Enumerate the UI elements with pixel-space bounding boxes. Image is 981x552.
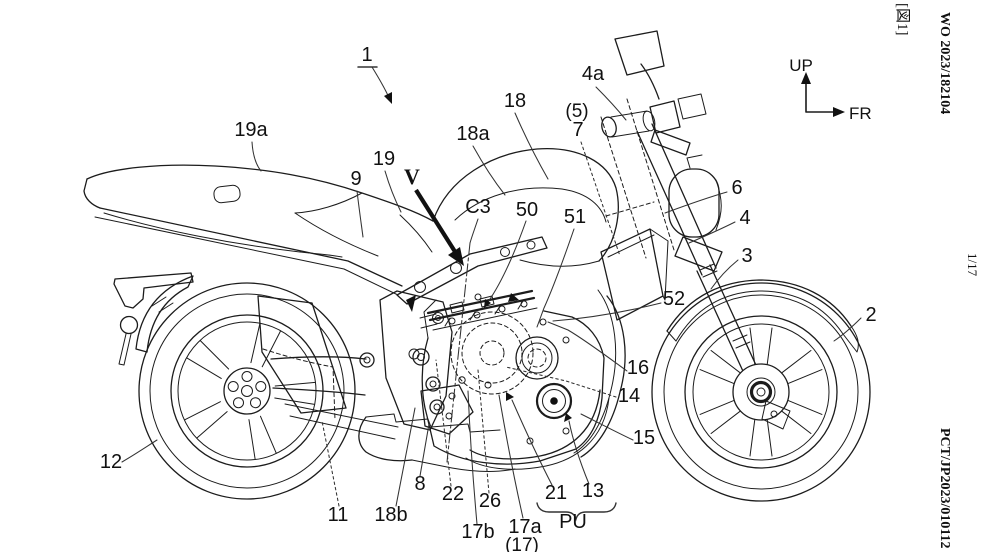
callout-9: 9 (350, 168, 361, 190)
callout-17: (17) (505, 535, 539, 552)
tail-seat-unit (83, 164, 434, 296)
front-spokes (699, 327, 823, 457)
callout-1: 1 (361, 44, 372, 66)
callout-19: 19 (373, 148, 395, 170)
callout-51: 51 (564, 206, 586, 228)
taillight (213, 184, 241, 204)
callout-15: 15 (633, 427, 655, 449)
callout-21: 21 (545, 482, 567, 504)
callout-5: (5) (565, 101, 588, 122)
callout-18: 18 (504, 90, 526, 112)
pickup-unit (535, 382, 573, 420)
pu-brace (536, 502, 617, 522)
headlight (668, 154, 722, 238)
callout-11: 11 (328, 504, 349, 526)
radiator-shroud (573, 228, 669, 458)
throttle-body (426, 289, 538, 331)
callout-18a: 18a (456, 123, 490, 145)
rear-fender (113, 272, 194, 366)
callout-4: 4 (739, 207, 750, 229)
rear-turn-signal (119, 315, 139, 335)
callout-7: 7 (572, 119, 583, 141)
front-label: FR (849, 104, 872, 123)
page-indicator: 1/17 (965, 253, 980, 277)
up-arrow-icon (801, 72, 811, 84)
callout-2: 2 (865, 304, 876, 326)
callout-22: 22 (442, 483, 464, 505)
application-number: PCT/JP2023/010112 (937, 428, 952, 549)
page-margin-text: [図1] WO 2023/182104 1/17 PCT/JP2023/0101… (894, 3, 980, 549)
callout-3: 3 (741, 245, 752, 267)
callout-17b: 17b (461, 521, 494, 543)
front-arrow-icon (833, 107, 845, 117)
callout-18b: 18b (374, 504, 407, 526)
axis-label-c3: C3 (465, 196, 491, 218)
grip (601, 116, 617, 138)
callout-labels: 1 19a 9 19 V C3 50 18a 18 51 (5) 7 4a 6 … (100, 44, 877, 552)
callout-6: 6 (731, 177, 742, 199)
view-label-v: V (404, 164, 420, 189)
callout-4a: 4a (582, 63, 605, 85)
axis-c3-centerline (446, 242, 471, 463)
callout-52: 52 (663, 288, 685, 310)
up-label: UP (789, 56, 813, 75)
leader-lines (121, 66, 862, 525)
callout-8: 8 (414, 473, 425, 495)
publication-number: WO 2023/182104 (937, 12, 952, 114)
footpeg-bracket (420, 384, 474, 435)
mirror (614, 30, 665, 76)
frame (359, 236, 548, 431)
callout-26: 26 (479, 490, 501, 512)
rear-wheel (138, 282, 356, 500)
view-v-arrow (414, 188, 461, 260)
handlebar (601, 30, 707, 138)
callout-13: 13 (582, 480, 604, 502)
pu-label: PU (559, 511, 587, 533)
steering-axis-hidden-lines (600, 98, 675, 259)
front-fender (666, 279, 859, 353)
figure-tag: [図1] (894, 3, 911, 36)
rear-spokes (183, 322, 316, 460)
callout-19a: 19a (234, 119, 268, 141)
callout-16: 16 (627, 357, 649, 379)
callout-17a: 17a (508, 516, 542, 538)
front-wheel (651, 282, 871, 502)
orientation-indicator: UP FR (789, 56, 871, 123)
callout-12: 12 (100, 451, 122, 473)
callout-50: 50 (516, 199, 538, 221)
exhaust-belly (358, 376, 610, 472)
callout-14: 14 (618, 385, 640, 407)
swingarm-side-panel (257, 295, 399, 440)
